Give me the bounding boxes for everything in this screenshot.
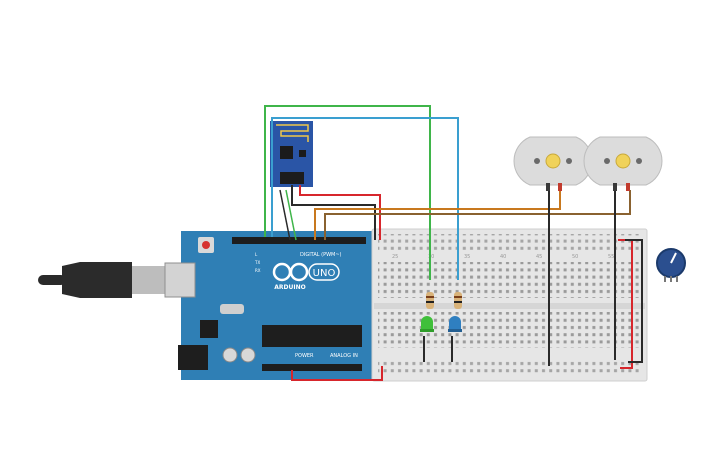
top-power-rail: [378, 234, 640, 250]
led-blue-base: [448, 329, 462, 332]
board-brand: ARDUINO: [274, 284, 305, 291]
led-tx-label: TX: [254, 260, 260, 265]
breadboard[interactable]: 25 30 35 40 45 50 55: [371, 228, 648, 382]
wire-red-esp[interactable]: [299, 185, 381, 240]
wire-black-esp[interactable]: [291, 185, 376, 240]
led-green-base: [420, 329, 434, 332]
digital-label: DIGITAL (PWM~): [300, 252, 342, 258]
regulator: [200, 320, 218, 338]
esp8266-wifi-module[interactable]: [270, 121, 313, 187]
esp-chip: [280, 146, 293, 159]
led-blue-dome: [449, 316, 461, 330]
wire-orange-motor[interactable]: [314, 190, 561, 240]
col-label: 50: [572, 254, 578, 260]
resistor-2[interactable]: [454, 292, 462, 309]
potentiometer-pin: [664, 276, 666, 282]
usb-b-connector: [164, 262, 196, 298]
col-label: 35: [464, 254, 470, 260]
col-label: 45: [536, 254, 542, 260]
resistor-1[interactable]: [426, 292, 434, 309]
motor-1-screw: [534, 158, 540, 164]
wire-black-short[interactable]: [279, 189, 291, 241]
usb-cable-cord: [38, 275, 66, 285]
resistor-body: [426, 292, 434, 309]
led-blue[interactable]: [448, 316, 462, 332]
led-rx-label: RX: [255, 268, 261, 273]
col-label: 30: [428, 254, 434, 260]
motor-2-screw: [604, 158, 610, 164]
motor-1-terminal: [546, 183, 550, 191]
usb-plug-head: [132, 266, 170, 294]
reset-button-cap: [202, 241, 210, 249]
digital-header: [232, 237, 366, 244]
col-label: 40: [500, 254, 506, 260]
crystal: [220, 304, 244, 314]
motor-1-terminal: [558, 183, 562, 191]
resistor-band: [426, 296, 434, 298]
led-green-dome: [421, 316, 433, 330]
potentiometer-indicator-icon: [670, 252, 677, 264]
arduino-uno-board[interactable]: UNO ARDUINO DIGITAL (PWM~) POWER ANALOG …: [164, 231, 372, 380]
potentiometer[interactable]: [656, 248, 686, 282]
motor-2-terminal: [613, 183, 617, 191]
wire-green[interactable]: [264, 105, 431, 280]
motor-1-screw: [566, 158, 572, 164]
atmega-chip: [262, 325, 362, 347]
dc-motor-2[interactable]: [583, 136, 663, 191]
led-green[interactable]: [420, 316, 434, 332]
col-label: 55: [608, 254, 614, 260]
resistor-band: [454, 296, 462, 298]
capacitor-2: [240, 347, 256, 363]
resistor-band: [454, 301, 462, 303]
analog-label: ANALOG IN: [330, 353, 358, 359]
power-jack: [178, 345, 208, 370]
wire-black-rail[interactable]: [625, 239, 643, 363]
usb-plug-body: [62, 262, 132, 298]
col-label: 25: [392, 254, 398, 260]
resistor-body: [454, 292, 462, 309]
wire-red-power[interactable]: [291, 366, 383, 381]
board-model: UNO: [313, 268, 336, 279]
esp-antenna-icon: [276, 124, 309, 142]
dc-motor-1[interactable]: [513, 136, 593, 191]
power-label: POWER: [295, 353, 314, 359]
capacitor-1: [222, 347, 238, 363]
power-analog-header: [262, 364, 362, 371]
motor-1-gear-icon: [545, 153, 561, 169]
lower-terminal-strip: [378, 312, 640, 348]
wire-green-short[interactable]: [285, 189, 297, 241]
motor-2-gear-icon: [615, 153, 631, 169]
arduino-logo-icon: [272, 262, 309, 282]
uno-badge: [308, 263, 340, 281]
bottom-power-rail: [378, 359, 640, 375]
esp-flash: [299, 150, 306, 157]
esp-pin-header: [280, 172, 304, 184]
wire-brown-motor[interactable]: [324, 190, 631, 240]
motor-2-screw: [636, 158, 642, 164]
center-channel: [374, 303, 645, 309]
potentiometer-pin: [670, 276, 672, 282]
wires: [264, 105, 643, 381]
upper-terminal-strip: [378, 262, 640, 298]
motor-2-terminal: [626, 183, 630, 191]
led-l-label: L: [255, 252, 258, 257]
resistor-band: [426, 301, 434, 303]
potentiometer-pin: [676, 276, 678, 282]
wire-blue[interactable]: [271, 117, 459, 280]
